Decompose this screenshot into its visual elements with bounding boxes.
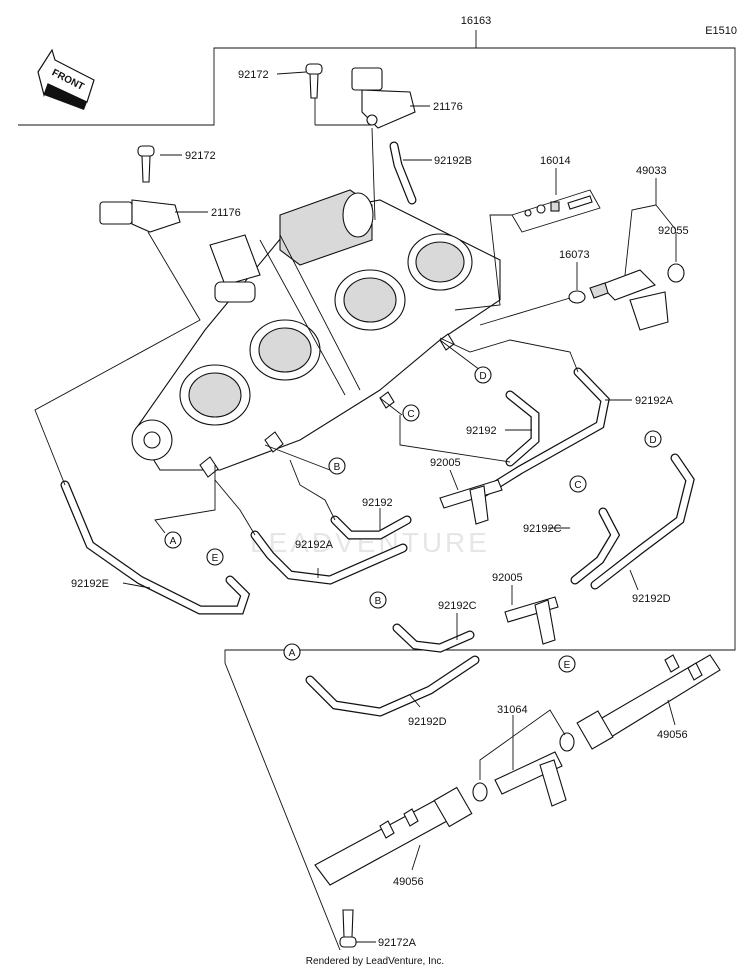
callout-C-top: C (402, 404, 420, 422)
part-label-16163: 16163 (461, 15, 492, 27)
delivery-pipe-49056-left (314, 786, 473, 886)
part-label-92192D-lower: 92192D (408, 716, 447, 728)
screw-92172A (339, 909, 357, 948)
leader-lines (34, 71, 677, 871)
svg-text:C: C (407, 409, 414, 420)
part-label-92005-upper: 92005 (430, 457, 461, 469)
part-label-92192-lower: 92192 (362, 497, 393, 509)
pressure-sensor-lower (99, 199, 181, 233)
o-ring-16073 (568, 290, 586, 304)
callout-E-left: E (206, 548, 224, 566)
part-label-16073: 16073 (559, 249, 590, 261)
callout-B-mid: B (369, 591, 387, 609)
part-label-92172-upper: 92172 (238, 69, 269, 81)
part-label-92055: 92055 (658, 225, 689, 237)
svg-text:E: E (212, 553, 219, 564)
callout-E-mid: E (558, 655, 576, 673)
part-label-92192D-right: 92192D (632, 593, 671, 605)
front-direction-arrow: FRONT (37, 48, 95, 110)
part-label-92192A-right: 92192A (635, 395, 674, 407)
footer-credit: Rendered by LeadVenture, Inc. (306, 956, 444, 967)
part-label-92192B: 92192B (434, 155, 472, 167)
fuel-joint-31064 (472, 732, 575, 807)
throttle-body-assembly (131, 189, 501, 478)
vacuum-hoses (60, 367, 695, 717)
callout-D-right: D (644, 430, 662, 448)
part-label-92172A: 92172A (378, 937, 417, 949)
part-label-21176-upper: 21176 (433, 101, 463, 113)
part-label-92005-lower: 92005 (492, 572, 523, 584)
part-label-49033: 49033 (636, 165, 667, 177)
assembly-frame-line (18, 47, 736, 951)
callout-A-low: A (283, 643, 301, 661)
part-label-31064: 31064 (497, 704, 528, 716)
svg-text:E: E (564, 660, 571, 671)
delivery-pipe-49056-right (576, 654, 721, 750)
svg-text:B: B (334, 462, 341, 473)
part-label-92192C-lower: 92192C (438, 600, 477, 612)
screw-92172-upper (305, 63, 323, 99)
part-label-49056-left: 49056 (393, 876, 424, 888)
part-label-21176-lower: 21176 (211, 207, 241, 219)
pressure-sensor-upper (351, 67, 416, 129)
screw-92172-lower (137, 145, 155, 183)
joint-92005-upper (439, 479, 503, 525)
callout-B-top: B (328, 457, 346, 475)
joint-92005-lower (504, 596, 559, 645)
sensor-49033 (589, 269, 669, 331)
part-label-49056-right: 49056 (657, 729, 688, 741)
svg-text:B: B (375, 596, 382, 607)
callout-C-right: C (569, 475, 587, 493)
svg-text:A: A (170, 536, 177, 547)
part-label-92192C-upper: 92192C (523, 523, 562, 535)
washer-92055 (667, 263, 685, 283)
part-label-92172-lower: 92172 (185, 150, 216, 162)
part-label-92192A-left: 92192A (295, 539, 334, 551)
callout-D-top: D (474, 366, 492, 384)
part-label-92192E: 92192E (71, 578, 109, 590)
part-label-16014: 16014 (540, 155, 571, 167)
diagram-code: E1510 (705, 25, 737, 37)
svg-text:D: D (479, 371, 486, 382)
part-label-92192-upper: 92192 (466, 425, 497, 437)
svg-text:C: C (574, 480, 581, 491)
kit-16014-box (511, 189, 601, 233)
svg-text:A: A (289, 648, 296, 659)
callout-A-top: A (164, 531, 182, 549)
svg-text:D: D (649, 435, 656, 446)
